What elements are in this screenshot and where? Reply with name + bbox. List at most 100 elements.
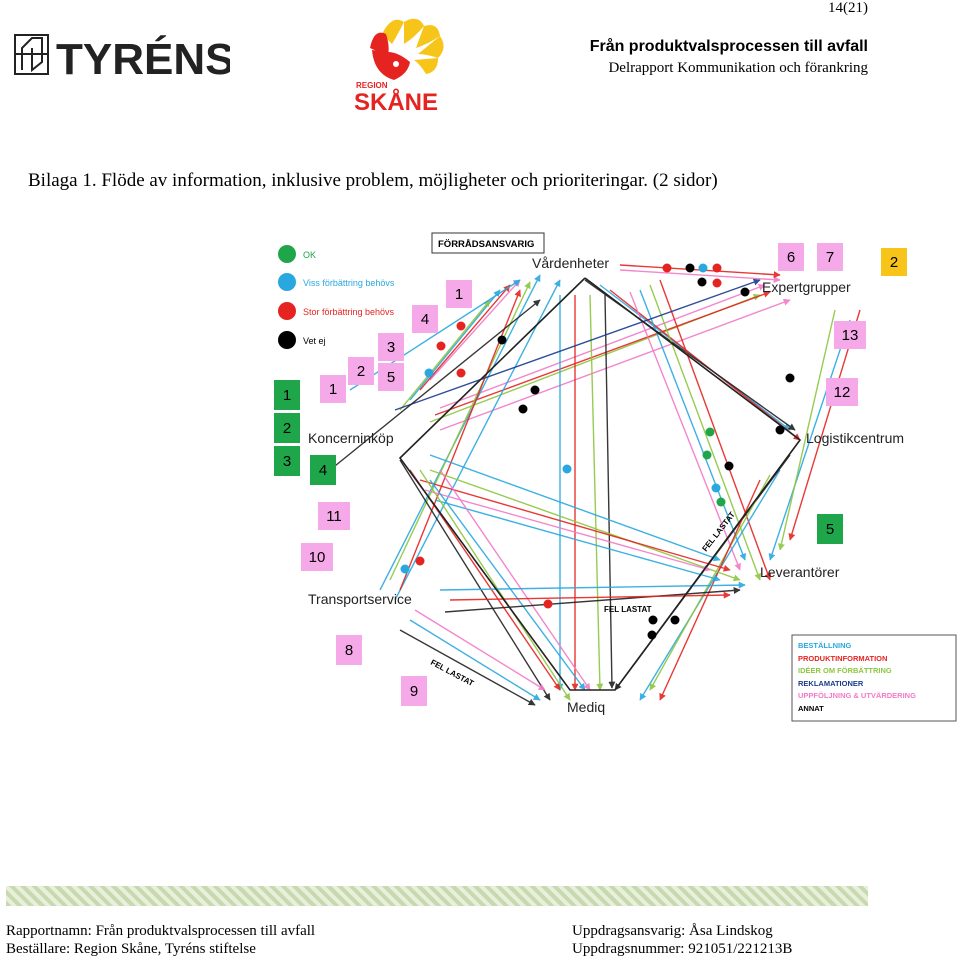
status-dot bbox=[562, 464, 572, 474]
status-dot bbox=[711, 483, 721, 493]
flow-arrow bbox=[419, 469, 571, 701]
svg-text:REGION: REGION bbox=[356, 81, 388, 90]
badge-number: 5 bbox=[826, 521, 834, 538]
badge bbox=[274, 446, 300, 476]
badge bbox=[318, 502, 350, 530]
footer-client: Beställare: Region Skåne, Tyréns stiftel… bbox=[6, 941, 256, 957]
status-dot bbox=[436, 341, 446, 351]
badge bbox=[834, 321, 866, 349]
flow-arrow bbox=[409, 289, 501, 401]
badge-number: 4 bbox=[319, 462, 327, 479]
header-subtitle: Delrapport Kommunikation och förankring bbox=[608, 60, 868, 76]
tyrens-logo: TYRÉNS bbox=[14, 34, 230, 80]
flow-arrow bbox=[639, 289, 746, 561]
status-dot bbox=[702, 450, 712, 460]
flow-arrow bbox=[389, 281, 531, 581]
flow-arrow bbox=[649, 474, 771, 691]
badge bbox=[310, 455, 336, 485]
legend-dot-major-improvement bbox=[278, 302, 296, 320]
flow-arrow bbox=[768, 319, 851, 561]
badge-number: 2 bbox=[357, 363, 365, 380]
badge-number: 4 bbox=[421, 311, 429, 328]
badge bbox=[778, 243, 804, 271]
badge-number: 6 bbox=[787, 249, 795, 266]
fel-lastat-label-2: FEL LASTAT bbox=[429, 658, 475, 688]
status-dot bbox=[685, 263, 695, 273]
flow-type-legend: BESTÄLLNING PRODUKTINFORMATION IDÉER OM … bbox=[791, 634, 957, 722]
flow-arrow bbox=[439, 298, 791, 431]
status-dot bbox=[740, 287, 750, 297]
page-number: 14(21) bbox=[828, 0, 868, 16]
badge bbox=[301, 543, 333, 571]
badge-number: 12 bbox=[834, 384, 851, 401]
flow-legend-reklamationer: REKLAMATIONER bbox=[798, 679, 864, 688]
flow-arrow bbox=[398, 277, 802, 691]
legend-label-some-improvement: Viss förbättring behövs bbox=[303, 278, 395, 288]
badge bbox=[817, 514, 843, 544]
flow-arrow bbox=[449, 591, 731, 601]
svg-text:SKÅNE: SKÅNE bbox=[354, 88, 438, 114]
badge-number: 8 bbox=[345, 642, 353, 659]
node-mediq: Mediq bbox=[567, 699, 605, 715]
legend-dot-ok bbox=[278, 245, 296, 263]
badge-number: 13 bbox=[842, 327, 859, 344]
flow-arrow bbox=[429, 469, 741, 582]
badge bbox=[348, 357, 374, 385]
legend-label-unknown: Vet ej bbox=[303, 336, 326, 346]
footer-report-name: Rapportnamn: Från produktvalsprocessen t… bbox=[6, 923, 316, 939]
node-transportservice: Transportservice bbox=[308, 591, 412, 607]
region-skane-logo: REGION SKÅNE bbox=[354, 18, 444, 114]
status-dots bbox=[400, 263, 795, 640]
status-dot bbox=[705, 427, 715, 437]
flow-arrow bbox=[399, 629, 536, 706]
flow-arrow bbox=[329, 299, 541, 471]
flow-legend-uppfoljning: UPPFÖLJNING & UTVÄRDERING bbox=[798, 691, 916, 700]
status-dot bbox=[497, 335, 507, 345]
status-dot bbox=[698, 263, 708, 273]
status-dot bbox=[724, 461, 734, 471]
badge bbox=[446, 280, 472, 308]
flow-arrow bbox=[439, 283, 766, 409]
flow-arrow bbox=[434, 499, 721, 582]
flow-arrow bbox=[399, 299, 491, 411]
status-dot bbox=[543, 599, 553, 609]
badge-number: 1 bbox=[329, 381, 337, 398]
badge bbox=[274, 380, 300, 410]
legend-label-major-improvement: Stor förbättring behövs bbox=[303, 307, 395, 317]
badge bbox=[336, 635, 362, 665]
flow-arrow bbox=[394, 278, 761, 411]
status-dot bbox=[785, 373, 795, 383]
badge bbox=[274, 413, 300, 443]
badge-number: 3 bbox=[387, 339, 395, 356]
sun-flower-icon bbox=[370, 18, 444, 80]
flow-arrow bbox=[439, 581, 746, 591]
status-dot bbox=[456, 368, 466, 378]
flow-arrow bbox=[589, 294, 604, 691]
badge-number: 9 bbox=[410, 683, 418, 700]
forradsansvarig-label: FÖRRÅDSANSVARIG bbox=[438, 239, 534, 250]
legend-dot-some-improvement bbox=[278, 273, 296, 291]
flow-arrow bbox=[394, 279, 561, 601]
flow-legend-ideer: IDÉER OM FÖRBÄTTRING bbox=[798, 666, 892, 675]
badge-number: 2 bbox=[283, 420, 291, 437]
status-dot bbox=[697, 277, 707, 287]
flow-arrow bbox=[424, 489, 711, 572]
node-koncerninkop: Koncerninköp bbox=[308, 430, 394, 446]
badge-number: 1 bbox=[283, 387, 291, 404]
header-title: Från produktvalsprocessen till avfall bbox=[589, 38, 868, 55]
footer-pattern-band bbox=[6, 886, 868, 906]
status-dot bbox=[662, 263, 672, 273]
flow-arrow bbox=[419, 284, 511, 391]
status-legend: OK Viss förbättring behövs Stor förbättr… bbox=[278, 245, 395, 349]
flow-arrow bbox=[434, 290, 771, 416]
fel-lastat-label-1: FEL LASTAT bbox=[604, 605, 652, 614]
node-logistikcentrum: Logistikcentrum bbox=[806, 430, 904, 446]
status-dot bbox=[716, 497, 726, 507]
footer-responsible: Uppdragsansvarig: Åsa Lindskog bbox=[572, 923, 773, 939]
flow-arrow bbox=[604, 294, 616, 689]
badge bbox=[826, 378, 858, 406]
tyrens-wordmark: TYRÉNS bbox=[56, 34, 230, 80]
badge-number: 1 bbox=[455, 286, 463, 303]
footer-number: Uppdragsnummer: 921051/221213B bbox=[572, 941, 793, 957]
